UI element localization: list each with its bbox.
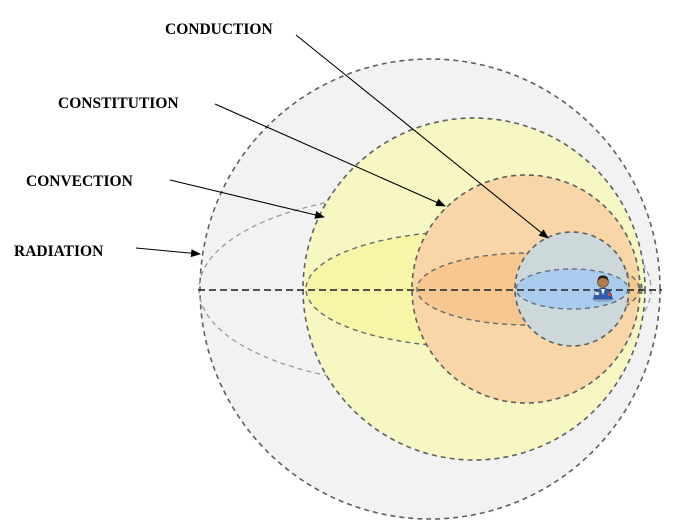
label-conduction: CONDUCTION [165, 21, 273, 38]
pointer-conduction [295, 34, 549, 239]
label-constitution: CONSTITUTION [58, 95, 179, 112]
constitution-equator-ring [416, 252, 640, 326]
convection-equator-ring [305, 230, 643, 348]
person-icon [592, 275, 614, 302]
label-convection: CONVECTION [26, 173, 133, 190]
pointer-constitution [214, 103, 446, 207]
label-radiation: RADIATION [14, 243, 103, 260]
pointer-radiation [135, 247, 201, 258]
core-ellipse [515, 268, 629, 310]
conduction-sphere [514, 231, 630, 347]
pointer-convection [169, 179, 325, 219]
